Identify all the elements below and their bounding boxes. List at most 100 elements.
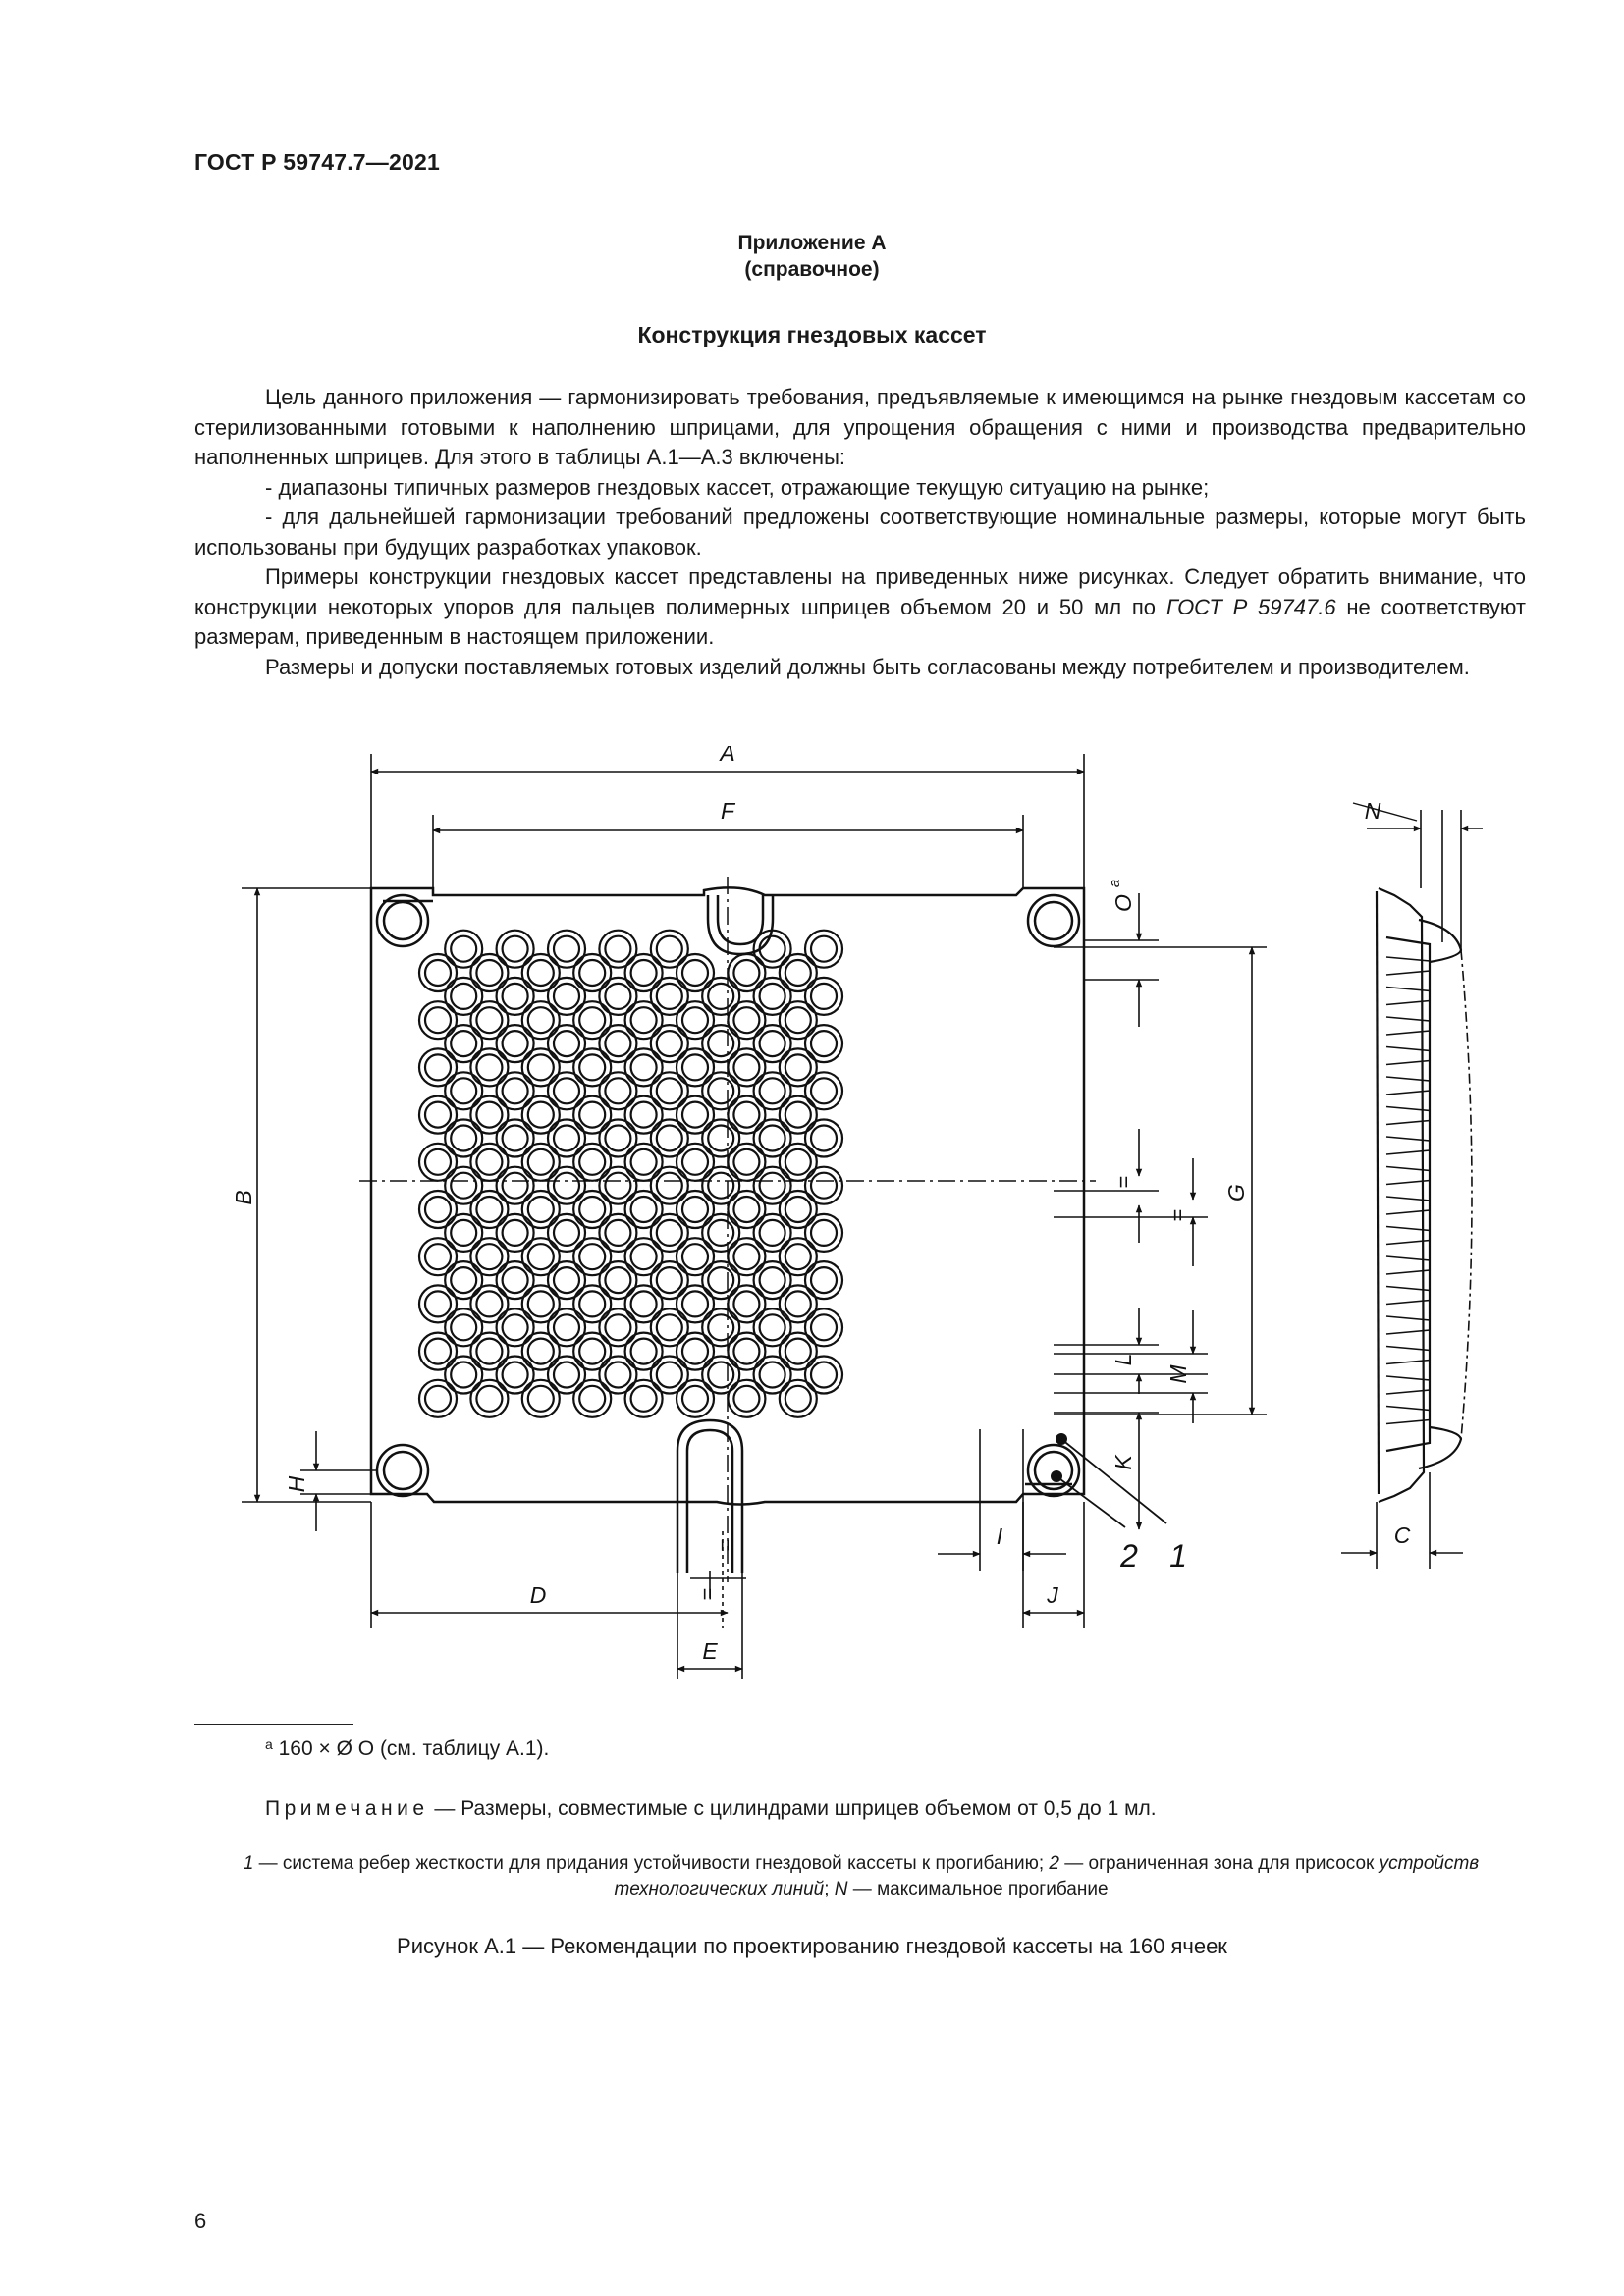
nest-cell — [450, 982, 478, 1011]
nest-cell — [778, 1000, 818, 1041]
dim-label-i: I — [997, 1523, 1003, 1549]
legend-text-2-italic: устройств технологических линий — [614, 1853, 1480, 1899]
nest-cell — [546, 1023, 587, 1064]
nest-cell — [655, 1361, 683, 1389]
nest-cell — [809, 1313, 839, 1342]
nest-cell — [604, 1313, 632, 1342]
nest-cell — [495, 976, 535, 1017]
dim-label-m: M — [1165, 1364, 1191, 1384]
nest-cell — [629, 958, 658, 988]
nest-cell — [655, 1265, 683, 1295]
nest-cell — [578, 1006, 607, 1035]
nest-cell — [526, 1148, 555, 1176]
nest-cell — [450, 1077, 478, 1105]
side-rib — [1385, 1225, 1431, 1246]
nest-cell — [803, 976, 844, 1017]
footnote-text: 160 × Ø O (см. таблицу А.1). — [272, 1737, 550, 1760]
nest-cell — [784, 1243, 812, 1271]
footnote-marker: a — [265, 1736, 273, 1752]
nest-cell — [784, 958, 812, 988]
dim-label-n: N — [1365, 798, 1381, 824]
top-notch — [706, 895, 775, 956]
side-dimension-lines — [1341, 810, 1483, 1569]
nest-cell — [423, 1006, 453, 1035]
nest-cell — [655, 1077, 683, 1105]
nest-cell — [520, 952, 561, 993]
nest-cell — [680, 1006, 710, 1035]
nest-cell — [450, 1361, 478, 1389]
nest-cell — [707, 1077, 735, 1105]
nest-cell — [680, 1195, 710, 1224]
nest-cell — [623, 1331, 664, 1371]
nest-cell — [629, 1053, 658, 1082]
nest-cell — [469, 1000, 510, 1041]
paragraph-tolerances: Размеры и допуски поставляемых готовых и… — [265, 654, 1470, 679]
nest-cell — [629, 1195, 658, 1224]
nest-cell — [732, 1053, 761, 1082]
nest-cell — [423, 1148, 453, 1176]
nest-cell — [450, 1265, 478, 1295]
nest-cell — [520, 1189, 561, 1230]
dim-label-g: G — [1223, 1184, 1249, 1201]
nest-cell — [417, 1284, 459, 1324]
nest-cell — [784, 1100, 812, 1129]
nest-cell — [552, 1218, 581, 1248]
nest-cell — [629, 1243, 658, 1271]
nest-cell — [423, 1053, 453, 1082]
nest-cell — [520, 1095, 561, 1135]
nest-cell — [552, 1077, 581, 1105]
nest-cell — [578, 1053, 607, 1082]
nest-cell — [758, 1361, 786, 1389]
nest-cell — [552, 1124, 581, 1152]
nest-cell — [701, 1071, 741, 1111]
nest-cell — [598, 1071, 638, 1111]
nest-cell — [495, 1355, 535, 1395]
legend-num-n: N — [834, 1879, 848, 1899]
nest-cell — [501, 982, 529, 1011]
nest-cell — [707, 1361, 735, 1389]
nest-cell — [598, 929, 638, 969]
nest-cell — [629, 1148, 658, 1176]
nest-cell — [803, 1023, 844, 1064]
syringe-nest-grid — [417, 929, 844, 1418]
nest-cell — [629, 1100, 658, 1129]
footnote: a 160 × Ø O (см. таблицу А.1). — [265, 1736, 549, 1761]
nest-cell — [707, 1265, 735, 1295]
nest-cell — [732, 1384, 761, 1413]
nest-cell — [598, 1165, 638, 1205]
nest-cell — [707, 1218, 735, 1248]
nest-cell — [423, 1384, 453, 1413]
nest-cell — [526, 1053, 555, 1082]
nest-cell — [572, 1142, 613, 1182]
nest-cell — [655, 1313, 683, 1342]
nest-cell — [784, 1337, 812, 1365]
nest-cell — [495, 1212, 535, 1254]
nest-cell — [526, 1006, 555, 1035]
nest-cell — [649, 929, 689, 969]
legend-text-3: — максимальное прогибание — [847, 1879, 1109, 1899]
nest-cell — [572, 1284, 613, 1324]
nest-cell — [623, 1095, 664, 1135]
nest-cell — [475, 1100, 504, 1129]
nest-cell — [546, 1212, 587, 1254]
nest-cell — [629, 1290, 658, 1318]
nest-cell — [758, 934, 786, 963]
nest-cell — [572, 952, 613, 993]
nest-cell — [520, 1284, 561, 1324]
side-rib — [1385, 1105, 1431, 1126]
stiffening-ribs — [1385, 956, 1431, 1425]
nest-cell — [701, 1259, 741, 1301]
nest-cell — [417, 1331, 459, 1371]
nest-cell — [649, 1355, 689, 1395]
nest-cell — [501, 934, 529, 963]
nest-cell — [501, 1029, 529, 1058]
nest-cell — [552, 982, 581, 1011]
nest-cell — [680, 958, 710, 988]
nest-cell — [784, 1148, 812, 1176]
body-text: Цель данного приложения — гармонизироват… — [194, 383, 1526, 682]
nest-cell — [701, 1355, 741, 1395]
figure-note: Примечание — Размеры, совместимые с цили… — [265, 1797, 1157, 1821]
nest-cell — [475, 1337, 504, 1365]
side-rib — [1385, 1016, 1431, 1036]
nest-cell — [578, 1195, 607, 1224]
